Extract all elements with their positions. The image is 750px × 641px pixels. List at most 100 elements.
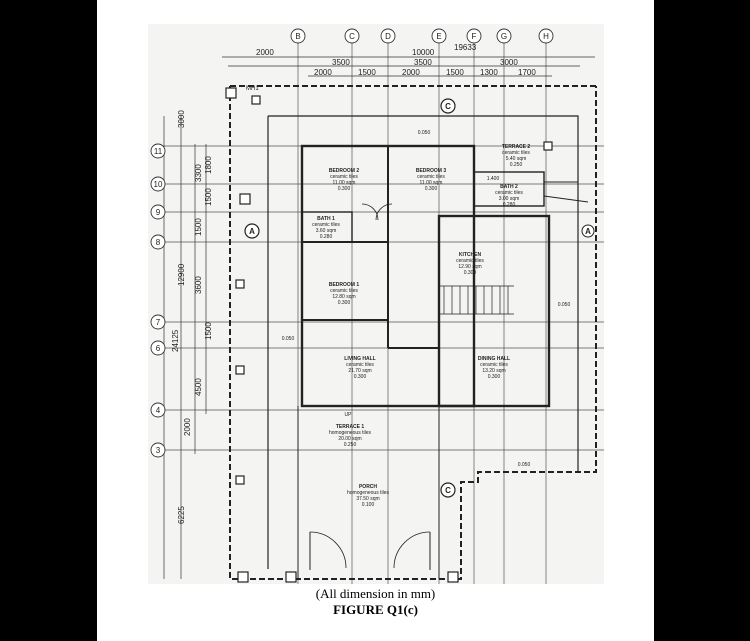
svg-text:0.300: 0.300 [464,270,477,276]
grid-col-d: D [385,32,391,41]
svg-text:0.300: 0.300 [354,374,367,380]
svg-text:0.280: 0.280 [503,202,516,208]
svg-text:0.100: 0.100 [362,502,375,508]
grid-col-e: E [436,32,441,41]
dim-low-5: 1300 [480,68,498,77]
grid-bubble-labels: B C D E F G H 11 10 9 8 7 6 4 3 [154,32,550,455]
grid-col-g: G [501,32,507,41]
dim-left-outer-4: 6225 [177,506,186,524]
dim-low-3: 2000 [402,68,420,77]
dim-left-inner-1: 1800 [204,156,213,174]
section-marker-c-bottom: C [445,486,451,495]
svg-text:21.70 sqm: 21.70 sqm [348,368,371,374]
grid-col-c: C [349,32,355,41]
room-bath-1: BATH 1 ceramic tiles 3.60 sqm 0.280 [312,216,340,240]
svg-text:0.300: 0.300 [425,186,438,192]
dim-low-2: 1500 [358,68,376,77]
svg-text:homogeneous tiles: homogeneous tiles [347,490,389,496]
dim-mid-2: 3500 [414,58,432,67]
svg-text:0.300: 0.300 [488,374,501,380]
svg-text:TERRACE 1: TERRACE 1 [336,424,365,430]
section-markers: A A C C MH1 [244,86,595,498]
grid-row-8: 8 [156,238,161,247]
svg-text:homogeneous tiles: homogeneous tiles [329,430,371,436]
top-dimension-text: 2000 10000 19633 3500 3500 3000 2000 150… [256,43,536,77]
grid-col-h: H [543,32,549,41]
svg-text:0.280: 0.280 [320,234,333,240]
svg-text:BEDROOM 2: BEDROOM 2 [329,168,360,174]
svg-text:11.00 sqm: 11.00 sqm [420,180,443,186]
walls [229,85,597,580]
level-tag-4: 0.050 [518,462,531,468]
room-bedroom-2: BEDROOM 2 ceramic tiles 11.00 sqm 0.300 [329,168,360,192]
room-bedroom-1: BEDROOM 1 ceramic tiles 12.80 sqm 0.300 [329,282,360,306]
floor-plan-drawing: 2000 10000 19633 3500 3500 3000 2000 150… [148,24,604,584]
svg-text:ceramic tiles: ceramic tiles [312,222,340,228]
room-labels: BEDROOM 2 ceramic tiles 11.00 sqm 0.300 … [282,130,571,508]
room-kitchen: KITCHEN ceramic tiles 12.90 sqm 0.300 [456,252,484,276]
grid-row-3: 3 [156,446,161,455]
svg-text:0.250: 0.250 [344,442,357,448]
grid-bubbles [150,28,554,458]
section-marker-c-top: C [445,102,451,111]
svg-text:3.00 sqm: 3.00 sqm [499,196,520,202]
svg-text:0.250: 0.250 [510,162,523,168]
level-tag-5: 1.400 [487,176,500,182]
level-tag-3: 0.050 [558,302,571,308]
svg-text:BATH 1: BATH 1 [317,216,335,222]
svg-text:0.300: 0.300 [338,300,351,306]
grid-row-7: 7 [156,318,161,327]
svg-text:PORCH: PORCH [359,484,377,490]
section-marker-a-left: A [249,227,255,236]
manhole-label: MH1 [246,86,259,92]
grid-col-f: F [472,32,477,41]
dim-top-2: 10000 [412,48,435,57]
grid-row-10: 10 [154,180,163,189]
dim-mid-3: 3000 [500,58,518,67]
dim-left-inner-2: 1500 [204,188,213,206]
svg-text:ceramic tiles: ceramic tiles [346,362,374,368]
svg-text:13.20 sqm: 13.20 sqm [482,368,505,374]
stair-up-label: UP [345,412,353,418]
dim-top-1: 2000 [256,48,274,57]
svg-text:ceramic tiles: ceramic tiles [330,288,358,294]
grid-row-4: 4 [156,406,161,415]
dimension-lines [163,56,595,579]
grid-row-11: 11 [154,147,163,156]
svg-text:ceramic tiles: ceramic tiles [495,190,523,196]
svg-text:20.00 sqm: 20.00 sqm [338,436,361,442]
grid-col-b: B [295,32,300,41]
svg-text:LIVING HALL: LIVING HALL [344,356,375,362]
dim-low-6: 1700 [518,68,536,77]
svg-text:0.300: 0.300 [338,186,351,192]
dim-low-4: 1500 [446,68,464,77]
dim-low-1: 2000 [314,68,332,77]
room-porch: PORCH homogeneous tiles 37.50 sqm 0.100 [347,484,389,508]
room-living-hall: LIVING HALL ceramic tiles 21.70 sqm 0.30… [344,356,375,380]
level-tag-2: 0.050 [282,336,295,342]
svg-text:DINING HALL: DINING HALL [478,356,510,362]
svg-text:ceramic tiles: ceramic tiles [502,150,530,156]
figure-title: FIGURE Q1(c) [333,602,418,617]
left-dimension-text: 3000 12900 24125 6225 3300 1500 3600 450… [171,110,213,524]
grid-row-9: 9 [156,208,161,217]
svg-text:37.50 sqm: 37.50 sqm [356,496,379,502]
svg-text:BEDROOM 3: BEDROOM 3 [416,168,447,174]
svg-text:ceramic tiles: ceramic tiles [480,362,508,368]
svg-text:3.60 sqm: 3.60 sqm [316,228,337,234]
dim-left-mid-1: 3300 [194,164,203,182]
svg-text:5.40 sqm: 5.40 sqm [506,156,527,162]
svg-text:12.90 sqm: 12.90 sqm [458,264,481,270]
grid-row-6: 6 [156,344,161,353]
svg-text:ceramic tiles: ceramic tiles [417,174,445,180]
svg-text:KITCHEN: KITCHEN [459,252,482,258]
svg-text:ceramic tiles: ceramic tiles [456,258,484,264]
dim-top-3: 19633 [454,43,477,52]
section-marker-a-right: A [585,227,591,236]
dim-left-mid-5: 2000 [183,418,192,436]
dim-left-outer-3: 24125 [171,329,180,352]
dim-left-outer-1: 3000 [177,110,186,128]
dimension-note: (All dimension in mm) [315,586,436,601]
dim-mid-1: 3500 [332,58,350,67]
svg-text:BEDROOM 1: BEDROOM 1 [329,282,360,288]
